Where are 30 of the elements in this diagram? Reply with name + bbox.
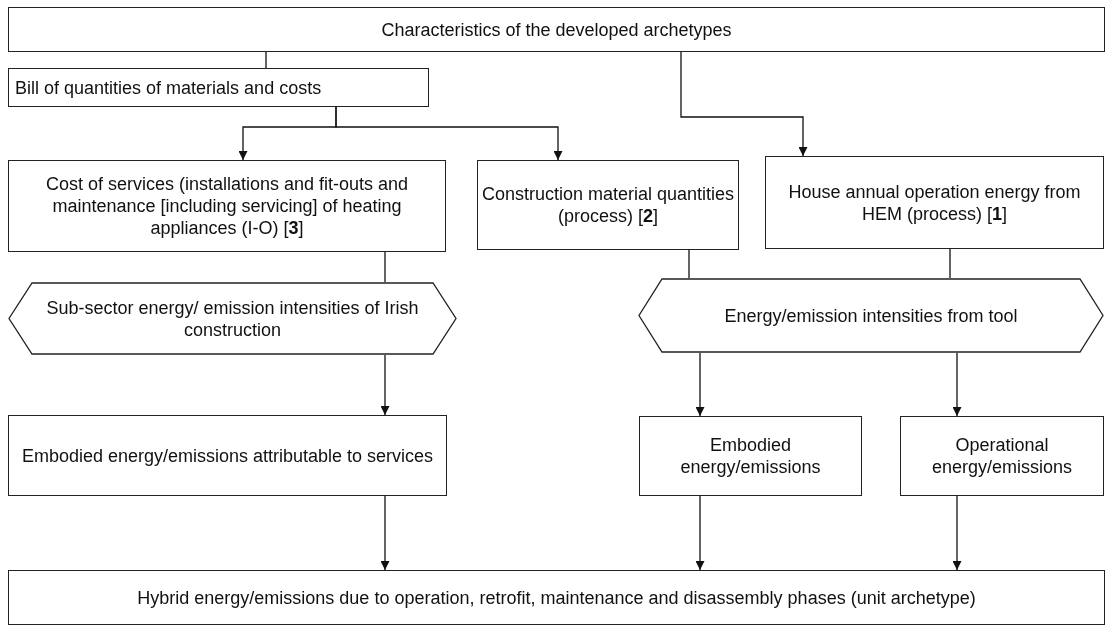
process-box: [900, 416, 1104, 496]
node-text: Energy/emission intensities from tool: [724, 304, 1018, 327]
node-text: Embodied energy/emissions attributable to services: [21, 444, 434, 467]
process-box: [765, 156, 1104, 249]
node-text: Bill of quantities of materials and costs: [15, 76, 322, 99]
arrow: [695, 352, 705, 417]
node-text: Embodied energy/emissions: [679, 434, 822, 478]
node-text: House annual operation energy from HEM (process) [1]: [787, 180, 1082, 225]
node-text: Sub-sector energy/ emission intensities of Irish construction: [45, 296, 420, 341]
hexagon-box: [8, 282, 457, 355]
hexagon-box: [638, 278, 1104, 353]
node-text: Operational energy/emissions: [930, 434, 1074, 478]
arrow: [952, 352, 962, 417]
process-box: [8, 68, 429, 107]
process-box: [8, 415, 447, 496]
process-box: [8, 160, 446, 252]
arrow: [380, 495, 390, 571]
arrow: [335, 106, 563, 161]
process-box: [8, 7, 1105, 52]
arrow: [680, 51, 808, 157]
node-text: Construction material quantities (process) [2]: [481, 183, 735, 227]
node-text: Hybrid energy/emissions due to operation, retrofit, maintenance and disassembly phases (unit archetype): [137, 586, 976, 609]
process-box: [639, 416, 862, 496]
arrow: [380, 354, 390, 416]
arrow: [695, 495, 705, 571]
arrow: [952, 495, 962, 571]
node-text: Characteristics of the developed archetypes: [381, 18, 732, 41]
process-box: [8, 570, 1105, 625]
node-text: Cost of services (installations and fit-outs and maintenance [including servicing] of heating appliances (I-O) [3]: [44, 173, 410, 239]
process-box: [477, 160, 739, 250]
